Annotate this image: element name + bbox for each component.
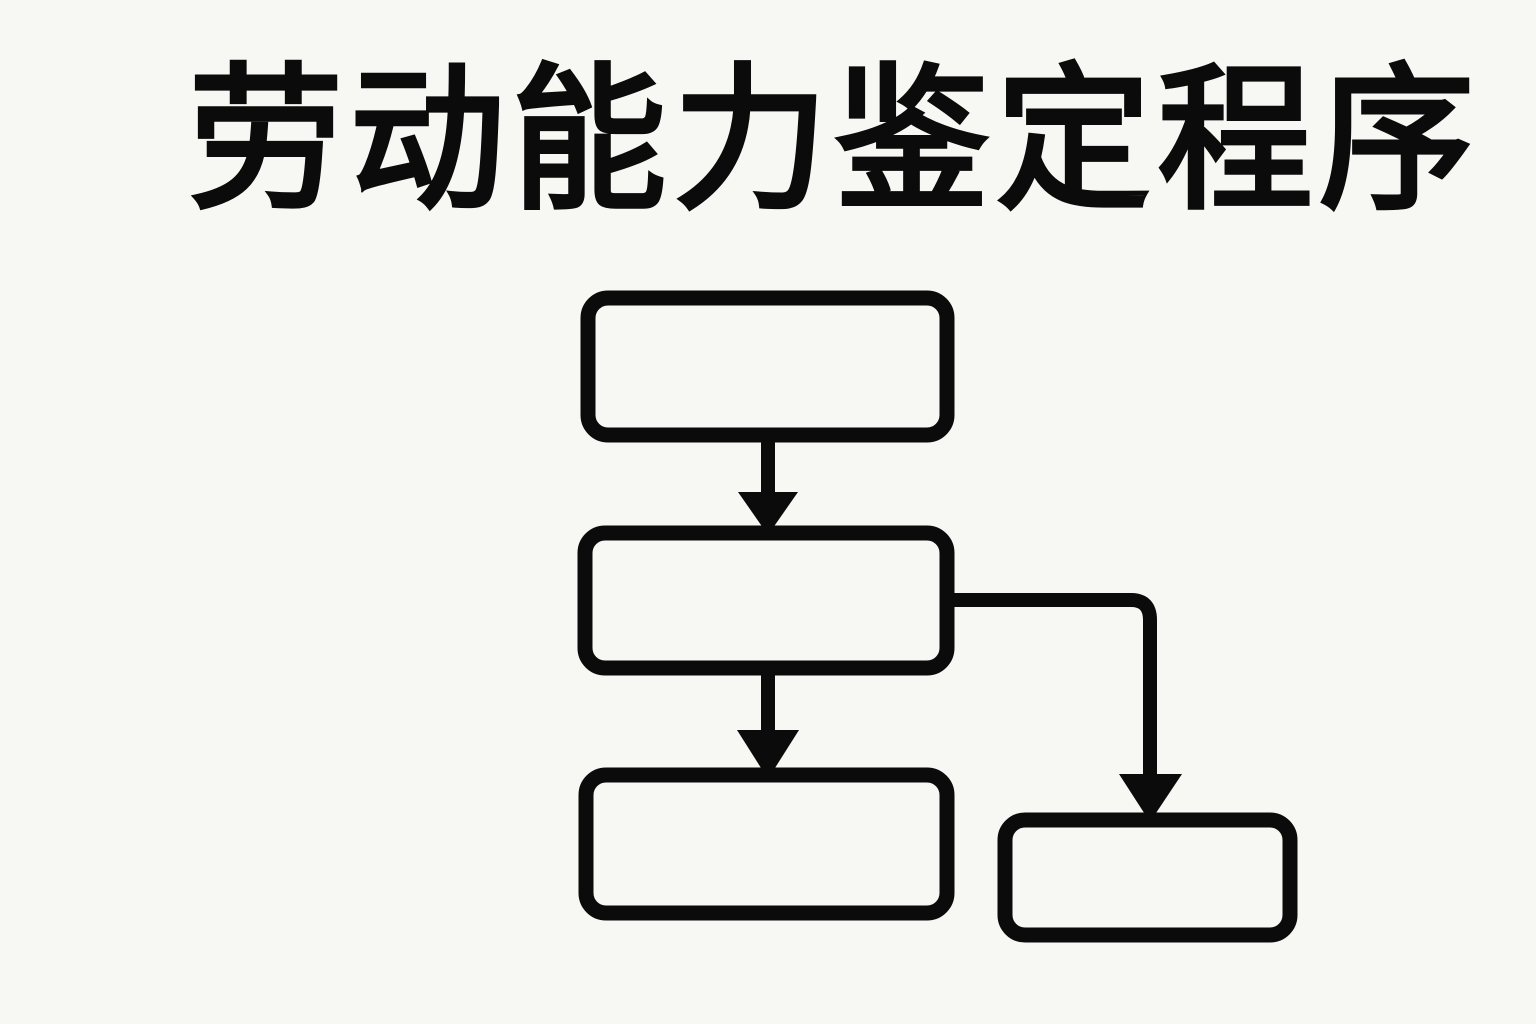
connector-node2-to-node3-arrowhead [737, 730, 799, 779]
connector-node2-to-node4-arrowhead [1119, 774, 1182, 822]
connector-node1-to-node2 [738, 430, 798, 535]
flow-node-4[interactable] [997, 812, 1298, 943]
page-title: 劳动能力鉴定程序 [188, 49, 1481, 233]
connector-node2-to-node4-elbow [942, 593, 1157, 782]
connector-node2-to-node3 [737, 663, 799, 779]
flow-node-2[interactable] [577, 525, 955, 676]
flow-node-1[interactable] [580, 290, 955, 443]
connector-node1-to-node2-arrowhead [738, 492, 798, 535]
connector-node2-to-node4 [942, 593, 1182, 822]
flow-node-3[interactable] [578, 767, 955, 921]
